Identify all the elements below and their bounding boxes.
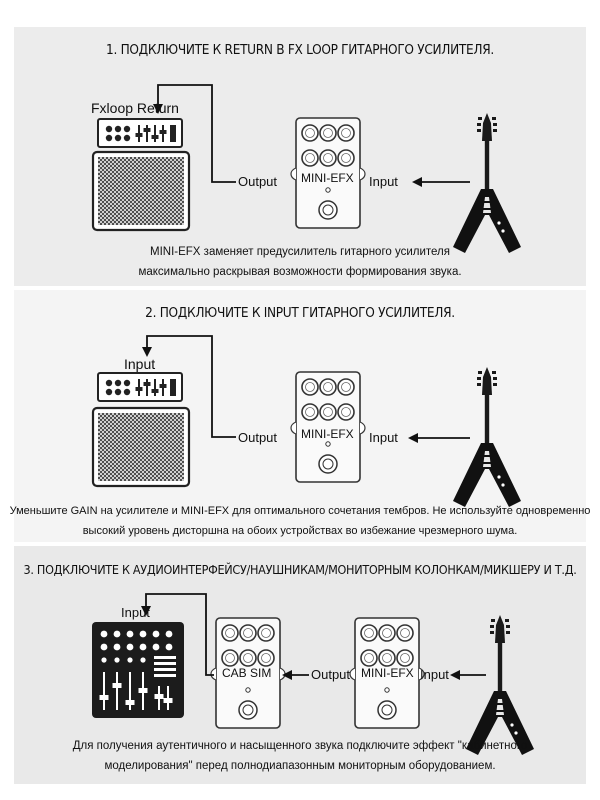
- step1-caption-line2: максимально раскрывая возможности формир…: [138, 266, 462, 278]
- step3-input-label: Input: [420, 667, 449, 682]
- step2-pedal-name: MINI-EFX: [301, 427, 354, 441]
- step3-caption: Для получения аутентичного и насыщенного…: [0, 736, 600, 776]
- step1-guitar: [453, 113, 521, 253]
- step2-guitar: [453, 367, 521, 507]
- step3-pedal-name: MINI-EFX: [361, 666, 414, 680]
- step1-output-label: Output: [238, 174, 278, 189]
- step3-guitar: [466, 615, 534, 755]
- step1-title: 1. ПОДКЛЮЧИТЕ К RETURN В FX LOOP ГИТАРНО…: [106, 42, 494, 58]
- step3-caption-line2: моделирования" перед полнодиапазонным мо…: [104, 760, 496, 772]
- step3-mixer: [92, 622, 184, 718]
- step1-amp-cabinet: [91, 150, 191, 232]
- step2-title: 2. ПОДКЛЮЧИТЕ К INPUT ГИТАРНОГО УСИЛИТЕЛ…: [145, 305, 455, 321]
- step2-amp-label: Input: [124, 356, 156, 372]
- step1-amp-label: Fxloop Return: [91, 100, 179, 116]
- step2-caption: Уменьшите GAIN на усилителе и MINI-EFX д…: [0, 501, 600, 541]
- step3-cable-to-mixer: [141, 593, 214, 676]
- step2-cable-to-amp: [142, 335, 236, 438]
- step1-amp-head: [97, 118, 183, 148]
- step2-amp-head: [97, 372, 183, 402]
- step2-caption-line1: Уменьшите GAIN на усилителе и MINI-EFX д…: [9, 505, 591, 517]
- step2-amp-cabinet: [91, 406, 191, 488]
- step1-pedal-name: MINI-EFX: [301, 171, 354, 185]
- step1-cable-to-amp: [153, 84, 236, 183]
- step2-input-label: Input: [369, 430, 398, 445]
- step3-mixer-label: Input: [121, 605, 150, 620]
- step3-title: 3. ПОДКЛЮЧИТЕ К АУДИОИНТЕРФЕЙСУ/НАУШНИКА…: [23, 562, 577, 577]
- step3-caption-line1: Для получения аутентичного и насыщенного…: [72, 740, 528, 752]
- step1-caption: MINI-EFX заменяет предусилитель гитарног…: [0, 242, 600, 282]
- step3-output-label: Output: [311, 667, 351, 682]
- step2-caption-line2: высокий уровень дисторшна на обоих устро…: [82, 525, 518, 537]
- step2-output-label: Output: [238, 430, 278, 445]
- step3-cab-sim-name: CAB SIM: [222, 666, 272, 680]
- step1-caption-line1: MINI-EFX заменяет предусилитель гитарног…: [150, 246, 450, 258]
- step1-input-label: Input: [369, 174, 398, 189]
